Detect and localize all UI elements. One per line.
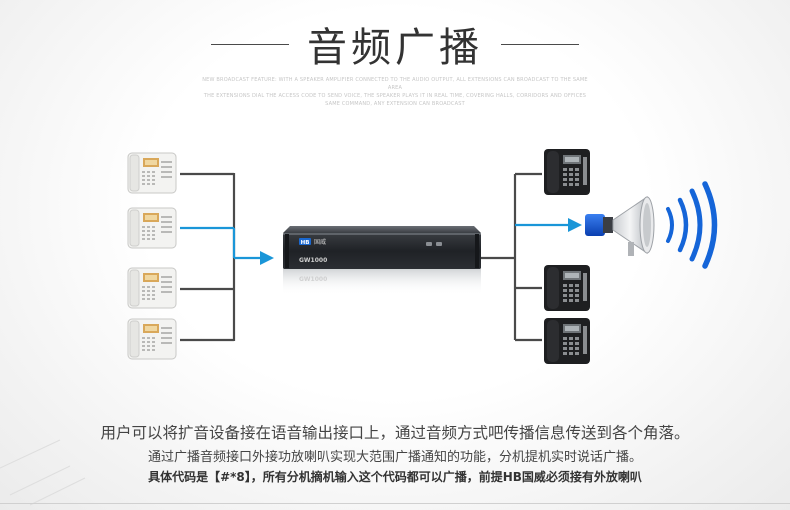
indicator-light-2 bbox=[436, 242, 442, 246]
subtitle-line-3: SAME COMMAND, ANY EXTENSION CAN BROADCAS… bbox=[325, 101, 465, 107]
gw1000-device: HB 国威 GW1000 GW1000 bbox=[283, 226, 481, 295]
subtitle-block: NEW BROADCAST FEATURE: WITH A SPEAKER AM… bbox=[200, 76, 590, 108]
left-phone-3 bbox=[127, 267, 177, 309]
right-phone-3 bbox=[544, 318, 590, 364]
brand-name: 国威 bbox=[314, 238, 326, 246]
title-block: 音频广播 bbox=[0, 14, 790, 74]
subtitle-line-1: NEW BROADCAST FEATURE: WITH A SPEAKER AM… bbox=[202, 77, 588, 91]
description-line-3: 具体代码是【#*8】，所有分机摘机输入这个代码都可以广播，前提HB国威必须接有外… bbox=[148, 470, 642, 484]
indicator-light-1 bbox=[426, 242, 432, 246]
left-phone-4 bbox=[127, 318, 177, 360]
subtitle-line-2: THE EXTENSIONS DIAL THE ACCESS CODE TO S… bbox=[203, 93, 587, 99]
description-line-2: 通过广播音频接口外接功放喇叭实现大范围广播通知的功能，分机提机实时说话广播。 bbox=[147, 450, 642, 465]
left-phone-2 bbox=[127, 207, 177, 249]
horn-speaker-icon bbox=[585, 196, 655, 256]
device-model-label: GW1000 bbox=[299, 257, 327, 264]
corner-decoration bbox=[0, 439, 86, 506]
left-arrow-icon bbox=[260, 251, 274, 265]
left-wiring bbox=[180, 172, 274, 342]
title-right-rule bbox=[501, 43, 579, 45]
right-arrow-icon bbox=[568, 218, 582, 232]
right-wiring bbox=[481, 172, 582, 342]
sound-waves-icon bbox=[666, 181, 718, 269]
title-left-rule bbox=[211, 43, 289, 45]
device-model-reflection: GW1000 bbox=[299, 276, 327, 283]
page-title: 音频广播 bbox=[307, 25, 483, 71]
right-phone-1 bbox=[544, 149, 590, 195]
description-line-1: 用户可以将扩音设备接在语音输出接口上，通过音频方式吧传播信息传送到各个角落。 bbox=[100, 424, 690, 442]
device-reflection bbox=[283, 269, 481, 295]
brand-badge bbox=[299, 238, 311, 245]
bottom-divider bbox=[0, 503, 790, 504]
right-phone-2 bbox=[544, 265, 590, 311]
brand-badge-text: HB bbox=[301, 240, 310, 246]
left-phone-1 bbox=[127, 152, 177, 194]
